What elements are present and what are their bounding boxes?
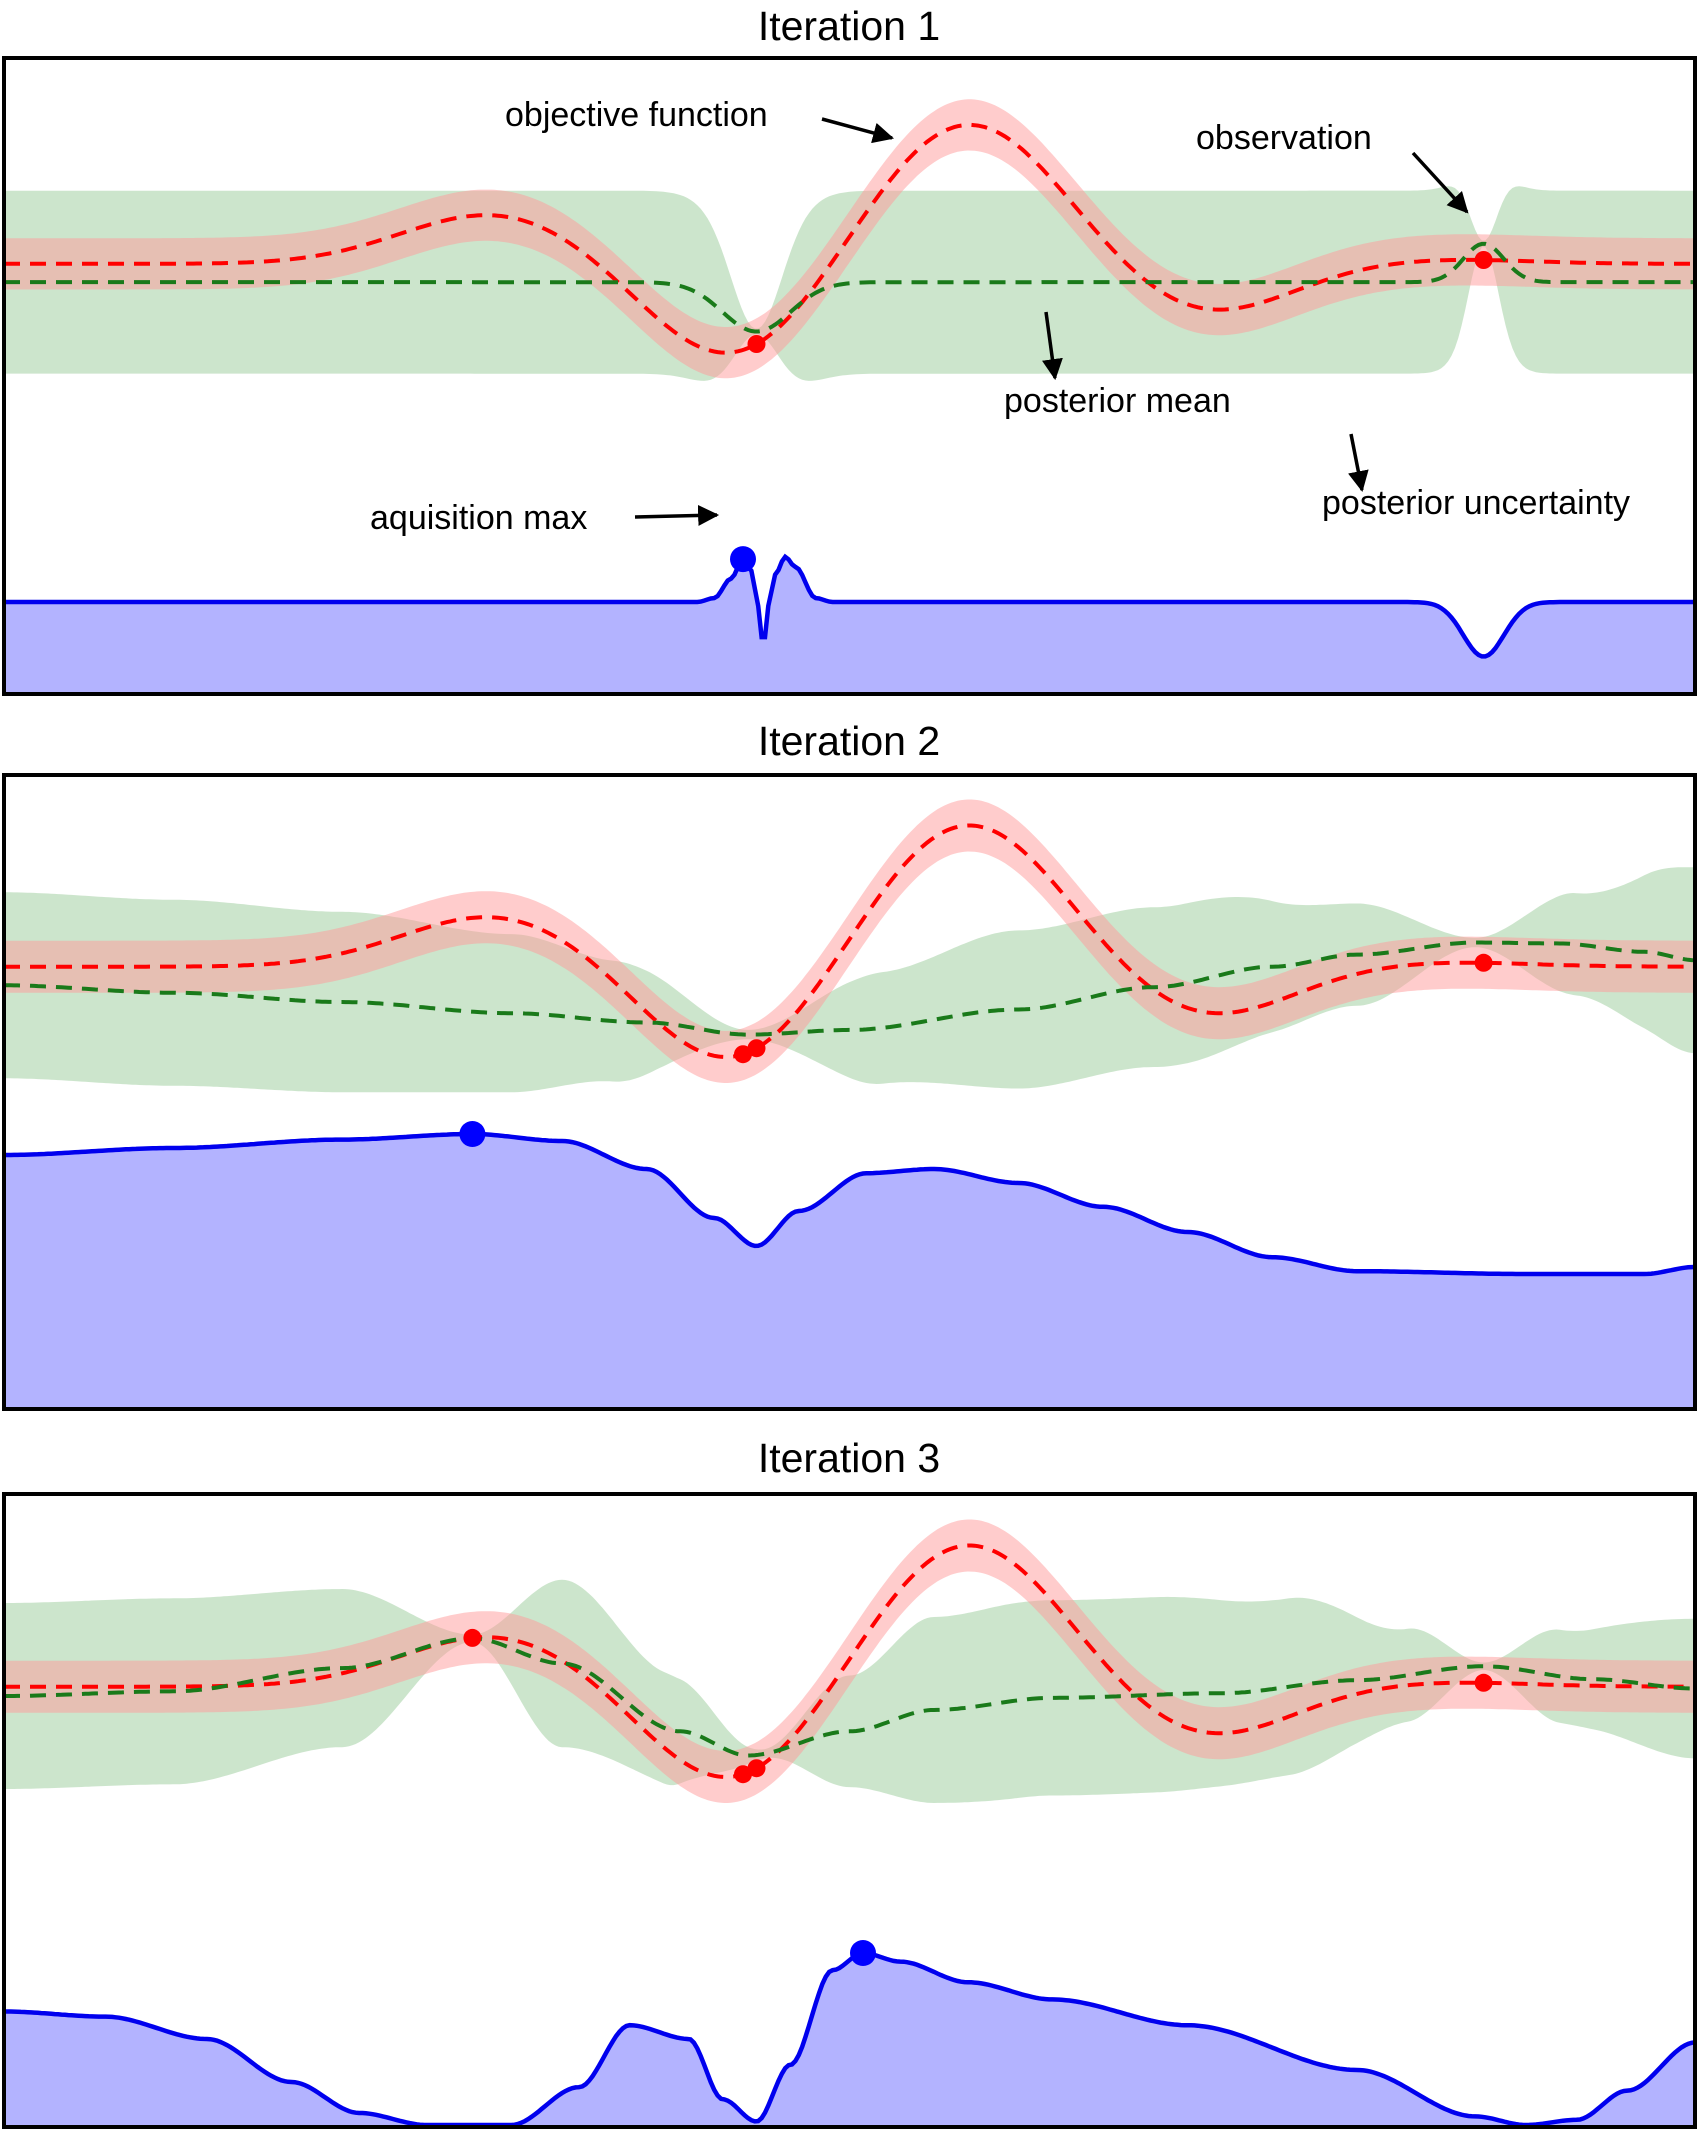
plot-content <box>4 99 1695 694</box>
acquisition-max-point <box>459 1121 486 1147</box>
panel-title: Iteration 2 <box>758 718 940 764</box>
annotation-arrow-objective-function <box>821 117 895 144</box>
observation-point <box>747 1759 766 1778</box>
objective-function-line <box>4 122 1695 355</box>
panel-title: Iteration 1 <box>758 3 940 49</box>
plot-area <box>4 1519 1695 2127</box>
axes-frame <box>2 56 1697 696</box>
axes-frame <box>2 773 1697 1411</box>
acquisition-max-point <box>850 1940 876 1966</box>
annotation-arrow-observation <box>1411 151 1469 214</box>
annotation-acquisition-max: aquisition max <box>370 499 587 537</box>
plot-content <box>4 799 1695 1409</box>
annotation-posterior-uncertainty: posterior uncertainty <box>1322 484 1630 522</box>
annotations: objective function observation posterior… <box>370 96 1630 537</box>
objective-function-line <box>4 1543 1695 1780</box>
observation-point <box>463 1628 482 1647</box>
acquisition-max-point <box>730 546 756 573</box>
annotation-observation: observation <box>1196 119 1372 157</box>
acquisition-line <box>4 553 1695 659</box>
posterior-mean-line <box>4 241 1695 334</box>
axes-frame <box>2 1492 1697 2129</box>
panel-iteration-3: Iteration 3 <box>2 1435 1697 2129</box>
annotation-arrow-posterior-mean <box>1042 311 1063 381</box>
observation-point <box>747 1039 766 1058</box>
panel-iteration-2: Iteration 2 <box>2 718 1697 1411</box>
acquisition-fill <box>4 556 1695 694</box>
observation-point <box>747 335 766 353</box>
observation-point <box>1474 1673 1493 1692</box>
acquisition-fill <box>4 1953 1695 2127</box>
panel-title: Iteration 3 <box>758 1435 940 1481</box>
acquisition-fill <box>4 1134 1695 1409</box>
observation-point <box>734 1765 752 1784</box>
acquisition-line <box>4 1950 1695 2127</box>
annotation-posterior-mean: posterior mean <box>1004 382 1231 420</box>
posterior-mean-line <box>4 940 1695 1037</box>
observation-point <box>1474 953 1493 972</box>
plot-area <box>4 99 1695 694</box>
posterior-mean-line <box>4 1636 1695 1758</box>
panel-iteration-1: Iteration 1 objective function observati… <box>2 3 1697 696</box>
annotation-objective-function: objective function <box>505 96 768 134</box>
acquisition-line <box>4 1131 1695 1277</box>
plot-area <box>4 799 1695 1409</box>
objective-function-line <box>4 823 1695 1060</box>
annotation-arrow-acquisition-max <box>634 504 720 526</box>
annotation-arrow-posterior-uncertainty <box>1348 433 1369 493</box>
plot-content <box>4 1519 1695 2127</box>
observation-point <box>734 1045 752 1064</box>
observation-point <box>1474 251 1493 269</box>
